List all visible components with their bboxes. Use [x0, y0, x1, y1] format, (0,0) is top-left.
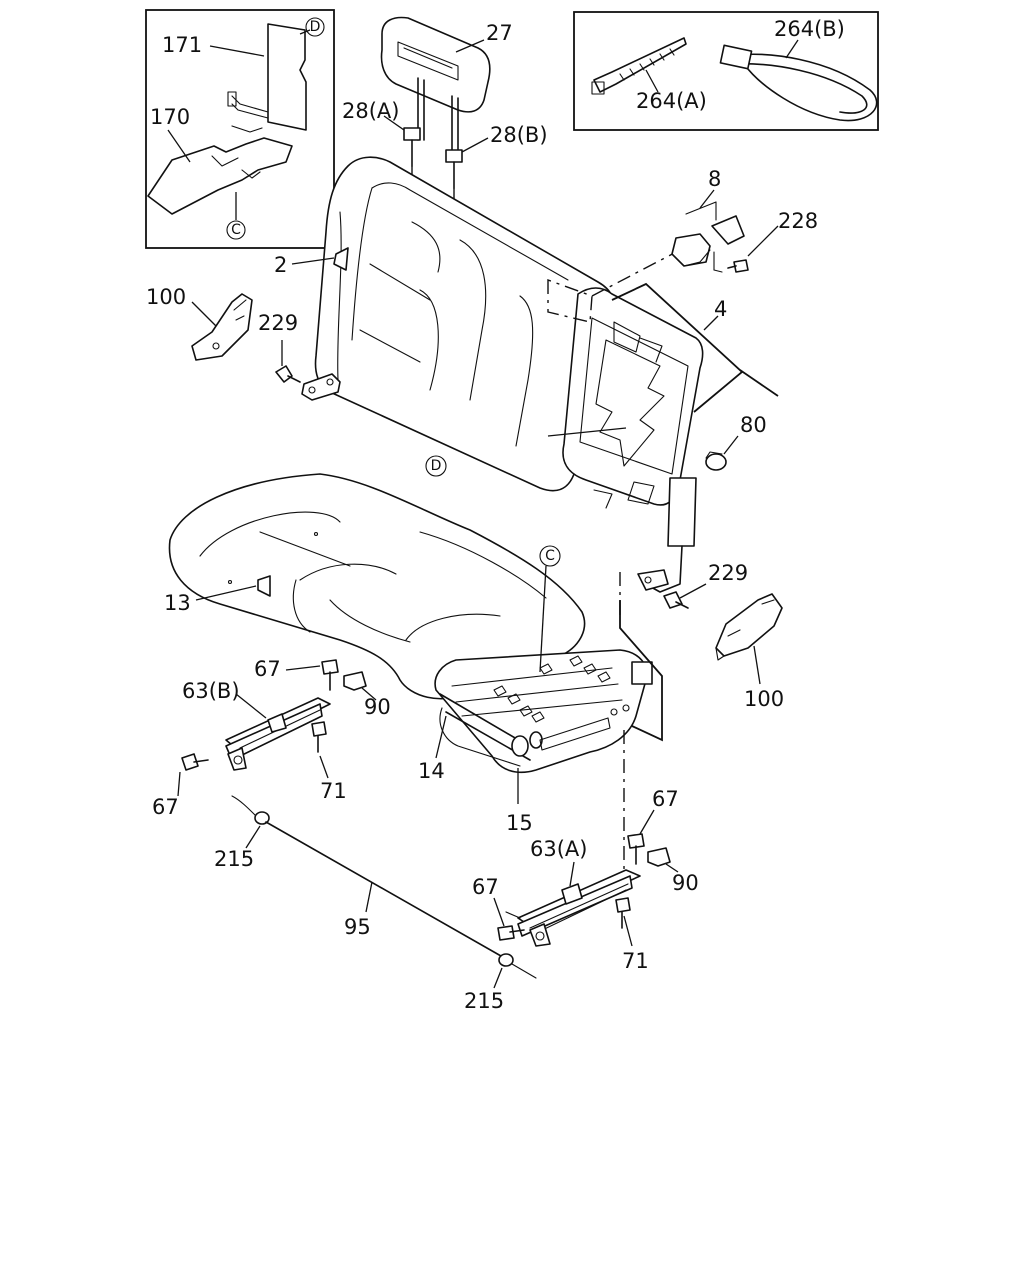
reference-d-text: D	[310, 19, 321, 35]
label-63b: 63(B)	[182, 679, 240, 703]
label-27: 27	[486, 21, 513, 45]
label-90-left: 90	[364, 695, 391, 719]
label-8: 8	[708, 167, 721, 191]
seat-back-frame	[547, 249, 779, 620]
label-14: 14	[418, 759, 445, 783]
label-171: 171	[162, 33, 202, 57]
label-264b: 264(B)	[774, 17, 845, 41]
label-229-right: 229	[708, 561, 748, 585]
side-cover-left	[191, 293, 301, 383]
part-80-cap	[705, 435, 739, 471]
reference-c-text: C	[231, 222, 241, 238]
label-228: 228	[778, 209, 818, 233]
label-100-left: 100	[146, 285, 186, 309]
label-2: 2	[274, 253, 287, 277]
label-170: 170	[150, 105, 190, 129]
label-67-d: 67	[472, 875, 499, 899]
rod-assembly	[231, 795, 537, 989]
label-63a: 63(A)	[530, 837, 587, 861]
label-4: 4	[714, 297, 727, 321]
label-67-a: 67	[254, 657, 281, 681]
slide-rail-left	[177, 659, 377, 797]
label-13: 13	[164, 591, 191, 615]
inset-seat-heater-box: D C	[145, 9, 335, 249]
label-100-right: 100	[744, 687, 784, 711]
label-229-top: 229	[258, 311, 298, 335]
label-28a: 28(A)	[342, 99, 399, 123]
label-264a: 264(A)	[636, 89, 707, 113]
inset-strap-box	[573, 11, 879, 131]
label-215-bottom: 215	[464, 989, 504, 1013]
label-80: 80	[740, 413, 767, 437]
reference-d-back-marker	[425, 455, 447, 477]
seat-cushion	[168, 473, 586, 700]
seat-frame: C	[434, 545, 663, 890]
label-95: 95	[344, 915, 371, 939]
label-15: 15	[506, 811, 533, 835]
part-labels: 171 170 27 28(A) 28(B) 264(B) 264(A) 8 2…	[146, 17, 845, 1013]
label-71-right: 71	[622, 949, 649, 973]
hook-assembly	[671, 189, 779, 273]
label-90-right: 90	[672, 871, 699, 895]
side-cover-right	[663, 583, 783, 685]
reference-c-frame-marker	[539, 545, 561, 567]
reference-d-marker	[305, 17, 325, 37]
reference-d-back-text: D	[431, 458, 442, 474]
reference-c-frame-text: C	[545, 548, 555, 564]
slide-rail-right	[493, 809, 679, 947]
seat-back-cover	[291, 156, 615, 492]
reference-c-marker	[226, 220, 246, 240]
label-215-top: 215	[214, 847, 254, 871]
label-67-c: 67	[652, 787, 679, 811]
label-67-b: 67	[152, 795, 179, 819]
label-71-left: 71	[320, 779, 347, 803]
label-28b: 28(B)	[490, 123, 548, 147]
